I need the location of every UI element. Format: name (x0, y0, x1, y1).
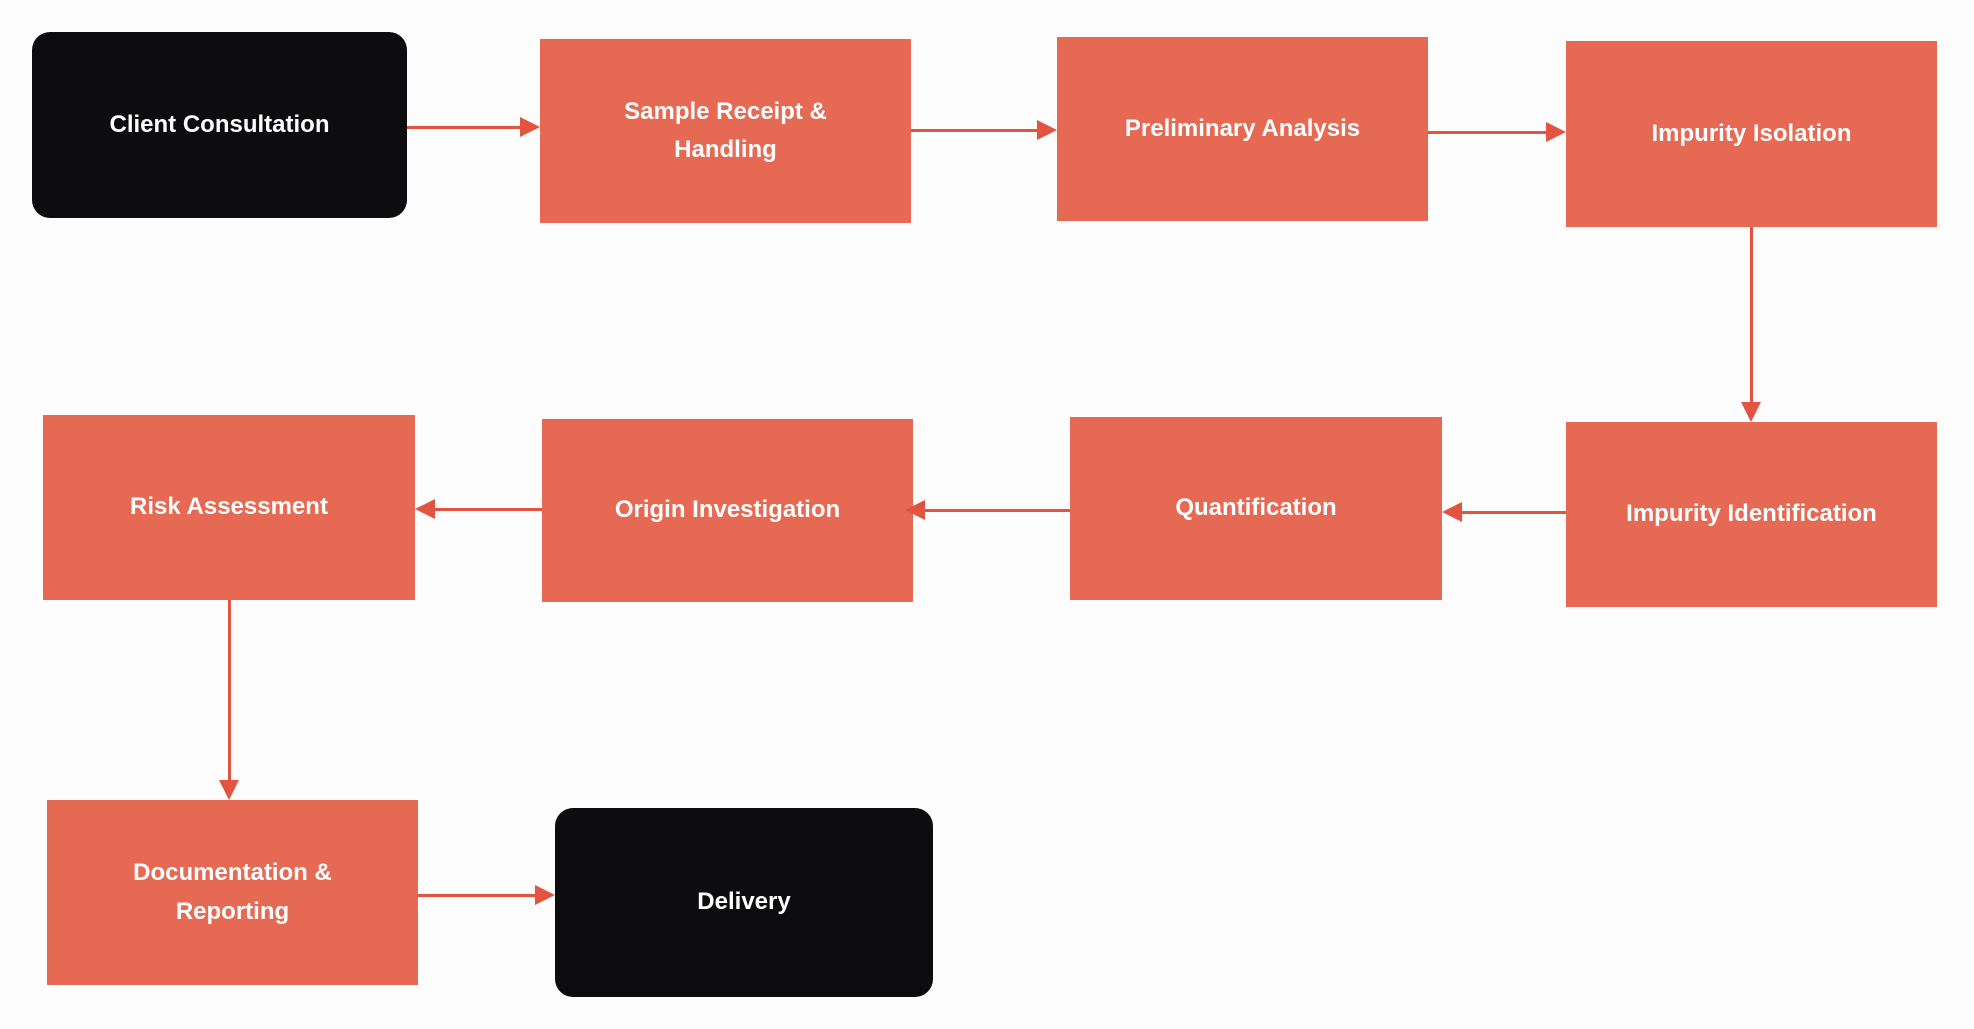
node-label: Documentation & Reporting (133, 859, 332, 925)
arrowhead-right-icon (1037, 120, 1057, 140)
node-client-consultation: Client Consultation (32, 32, 407, 218)
node-sample-receipt-handling: Sample Receipt & Handling (540, 39, 911, 223)
arrowhead-left-icon (415, 499, 435, 519)
arrowhead-left-icon (1442, 502, 1462, 522)
arrowhead-down-icon (1741, 402, 1761, 422)
edge-line (1460, 511, 1566, 514)
edge-line (433, 508, 542, 511)
node-label: Preliminary Analysis (1124, 114, 1361, 142)
edge-line (228, 600, 231, 780)
arrowhead-right-icon (520, 117, 540, 137)
arrowhead-right-icon (1546, 122, 1566, 142)
edge-line (911, 129, 1039, 132)
node-label: Impurity Isolation (1651, 119, 1852, 147)
arrowhead-left-icon (905, 500, 925, 520)
edge-line (407, 126, 522, 129)
edge-line (1428, 131, 1548, 134)
node-label: Origin Investigation (614, 496, 841, 524)
node-impurity-isolation: Impurity Isolation (1566, 41, 1937, 227)
arrowhead-down-icon (219, 780, 239, 800)
node-origin-investigation: Origin Investigation (542, 419, 913, 602)
edge-line (1750, 227, 1753, 404)
node-label: Client Consultation (109, 110, 330, 138)
arrowhead-right-icon (535, 885, 555, 905)
node-label: Quantification (1175, 494, 1337, 522)
node-risk-assessment: Risk Assessment (43, 415, 415, 600)
node-impurity-identification: Impurity Identification (1566, 422, 1937, 607)
node-label: Sample Receipt & Handling (624, 97, 827, 163)
node-documentation-reporting: Documentation & Reporting (47, 800, 418, 985)
node-delivery: Delivery (555, 808, 933, 997)
node-label: Impurity Identification (1626, 500, 1877, 528)
node-quantification: Quantification (1070, 417, 1442, 600)
edge-line (418, 894, 537, 897)
node-preliminary-analysis: Preliminary Analysis (1057, 37, 1428, 221)
edge-line (923, 509, 1070, 512)
node-label: Risk Assessment (130, 493, 328, 521)
node-label: Delivery (697, 888, 791, 916)
